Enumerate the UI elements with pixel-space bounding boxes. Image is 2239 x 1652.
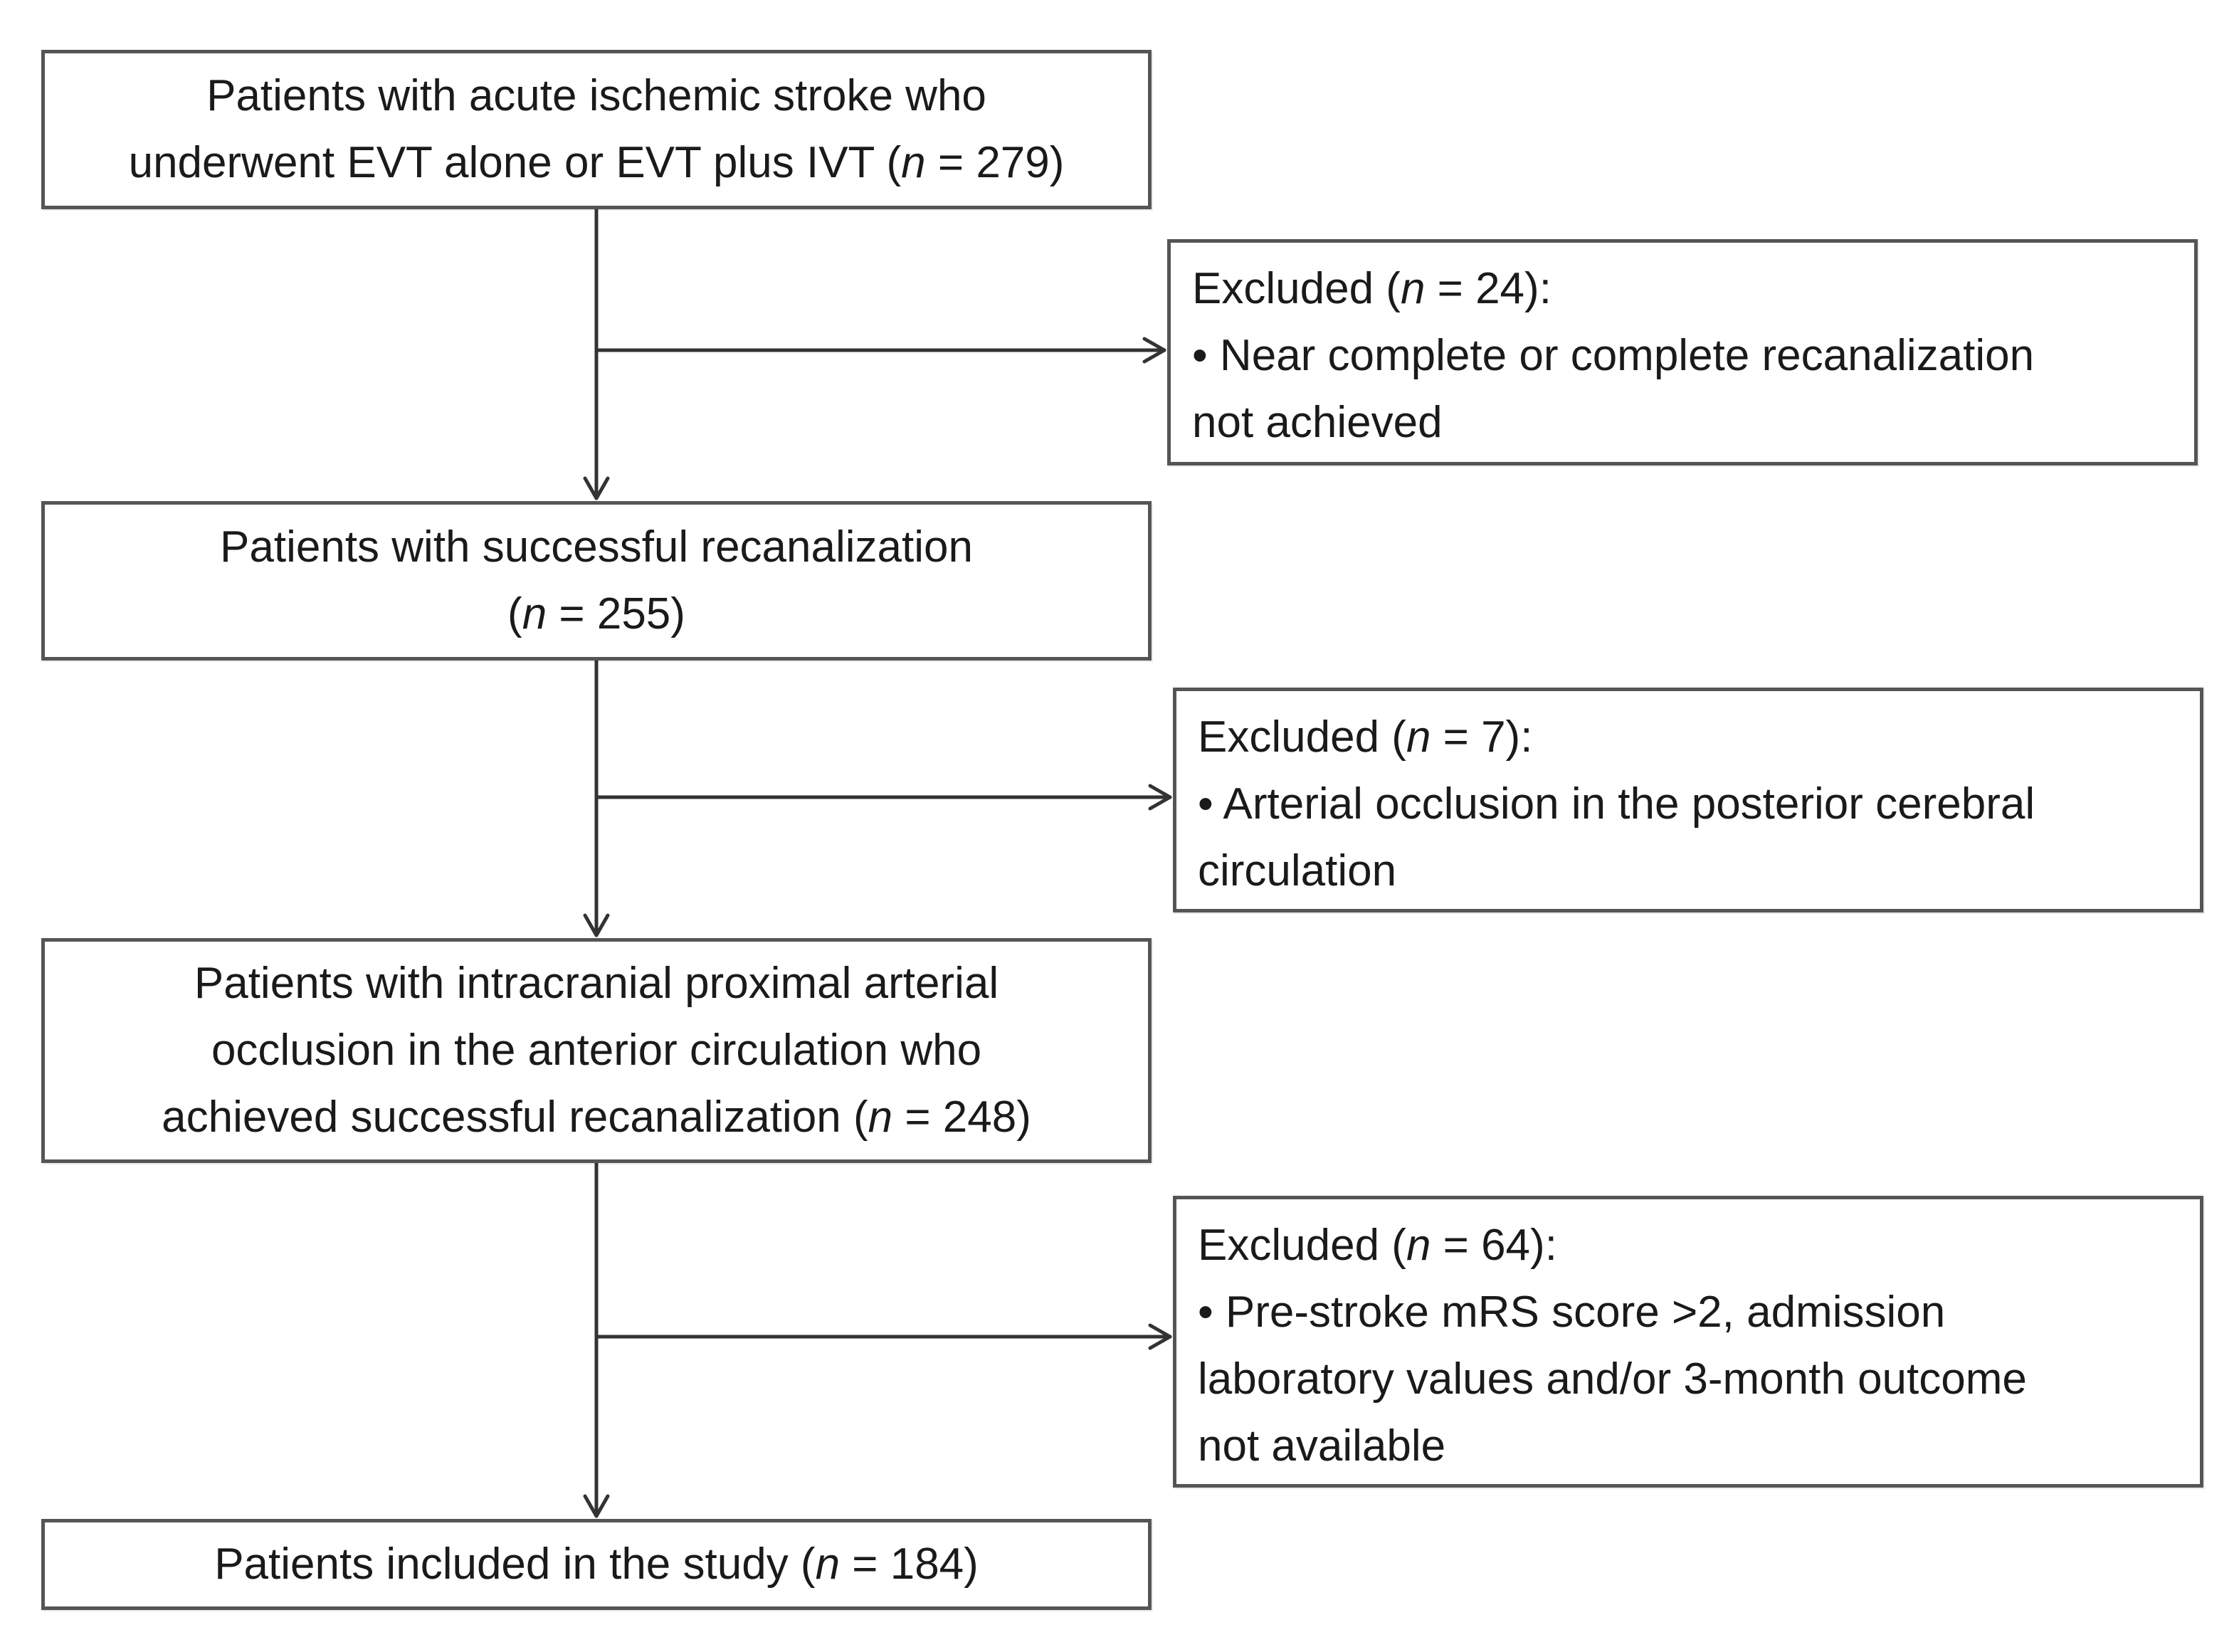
exclusion2-heading-prefix: Excluded ( bbox=[1198, 712, 1406, 762]
exclusion1-count: = 24): bbox=[1425, 264, 1552, 313]
step4-line1: Patients included in the study (n = 184) bbox=[214, 1531, 979, 1598]
exclusion1-n-symbol: n bbox=[1400, 264, 1426, 313]
exclusion1-heading-prefix: Excluded ( bbox=[1192, 264, 1401, 313]
arrowhead-exclusion2 bbox=[1148, 784, 1172, 811]
step-box-included-in-study: Patients included in the study (n = 184) bbox=[41, 1519, 1152, 1610]
exclusion-box-incomplete-recanalization: Excluded (n = 24): • Near complete or co… bbox=[1167, 239, 2198, 465]
exclusion2-count: = 7): bbox=[1431, 712, 1533, 762]
step3-line1: Patients with intracranial proximal arte… bbox=[194, 959, 999, 1008]
step1-line2: underwent EVT alone or EVT plus IVT (n =… bbox=[129, 130, 1065, 196]
arrowhead-exclusion1 bbox=[1142, 337, 1166, 364]
exclusion1-reason-line1: • Near complete or complete recanalizati… bbox=[1192, 331, 2035, 380]
step3-n-symbol: n bbox=[868, 1093, 893, 1142]
step1-n-symbol: n bbox=[901, 138, 926, 187]
step1-line1: Patients with acute ischemic stroke who bbox=[206, 71, 986, 120]
exclusion-box-missing-data: Excluded (n = 64): • Pre-stroke mRS scor… bbox=[1173, 1196, 2203, 1488]
step2-line1: Patients with successful recanalization bbox=[220, 522, 973, 572]
step-box-successful-recanalization: Patients with successful recanalization … bbox=[41, 501, 1152, 661]
exclusion2-n-symbol: n bbox=[1406, 712, 1431, 762]
step-box-anterior-circulation: Patients with intracranial proximal arte… bbox=[41, 938, 1152, 1163]
exclusion-box-posterior-circulation: Excluded (n = 7): • Arterial occlusion i… bbox=[1173, 688, 2203, 912]
exclusion3-reason-line1: • Pre-stroke mRS score >2, admission bbox=[1198, 1288, 1946, 1337]
step2-line2-prefix: ( bbox=[507, 589, 522, 638]
arrowhead-exclusion3 bbox=[1148, 1323, 1172, 1350]
exclusion3-n-symbol: n bbox=[1406, 1221, 1431, 1270]
step3-line3-prefix: achieved successful recanalization ( bbox=[162, 1093, 868, 1142]
step4-n-symbol: n bbox=[815, 1540, 841, 1589]
step4-line1-prefix: Patients included in the study ( bbox=[214, 1540, 816, 1589]
arrowhead-step3 bbox=[583, 913, 610, 937]
arrowhead-step2 bbox=[583, 476, 610, 500]
exclusion2-reason-line2: circulation bbox=[1198, 846, 1397, 895]
step1-line2-prefix: underwent EVT alone or EVT plus IVT ( bbox=[128, 138, 902, 187]
exclusion3-heading-prefix: Excluded ( bbox=[1198, 1221, 1406, 1270]
step2-count: = 255) bbox=[547, 589, 685, 638]
exclusion1-reason-line2: not achieved bbox=[1192, 398, 1443, 447]
exclusion3-reason-line3: not available bbox=[1198, 1421, 1446, 1471]
step3-count: = 248) bbox=[892, 1093, 1031, 1142]
exclusion2-heading: Excluded (n = 7): bbox=[1198, 704, 2179, 771]
arrowhead-step4 bbox=[583, 1494, 610, 1518]
step2-line2: (n = 255) bbox=[507, 581, 685, 648]
step4-count: = 184) bbox=[840, 1540, 979, 1589]
step2-n-symbol: n bbox=[522, 589, 547, 638]
step3-line3: achieved successful recanalization (n = … bbox=[162, 1084, 1031, 1151]
exclusion3-heading: Excluded (n = 64): bbox=[1198, 1212, 2179, 1279]
exclusion3-reason-line2: laboratory values and/or 3-month outcome bbox=[1198, 1354, 2027, 1404]
step1-count: = 279) bbox=[925, 138, 1065, 187]
step-box-initial-cohort: Patients with acute ischemic stroke who … bbox=[41, 50, 1152, 209]
exclusion2-reason-line1: • Arterial occlusion in the posterior ce… bbox=[1198, 779, 2035, 828]
exclusion1-heading: Excluded (n = 24): bbox=[1192, 256, 2173, 322]
exclusion3-count: = 64): bbox=[1431, 1221, 1557, 1270]
step3-line2: occlusion in the anterior circulation wh… bbox=[211, 1026, 982, 1075]
